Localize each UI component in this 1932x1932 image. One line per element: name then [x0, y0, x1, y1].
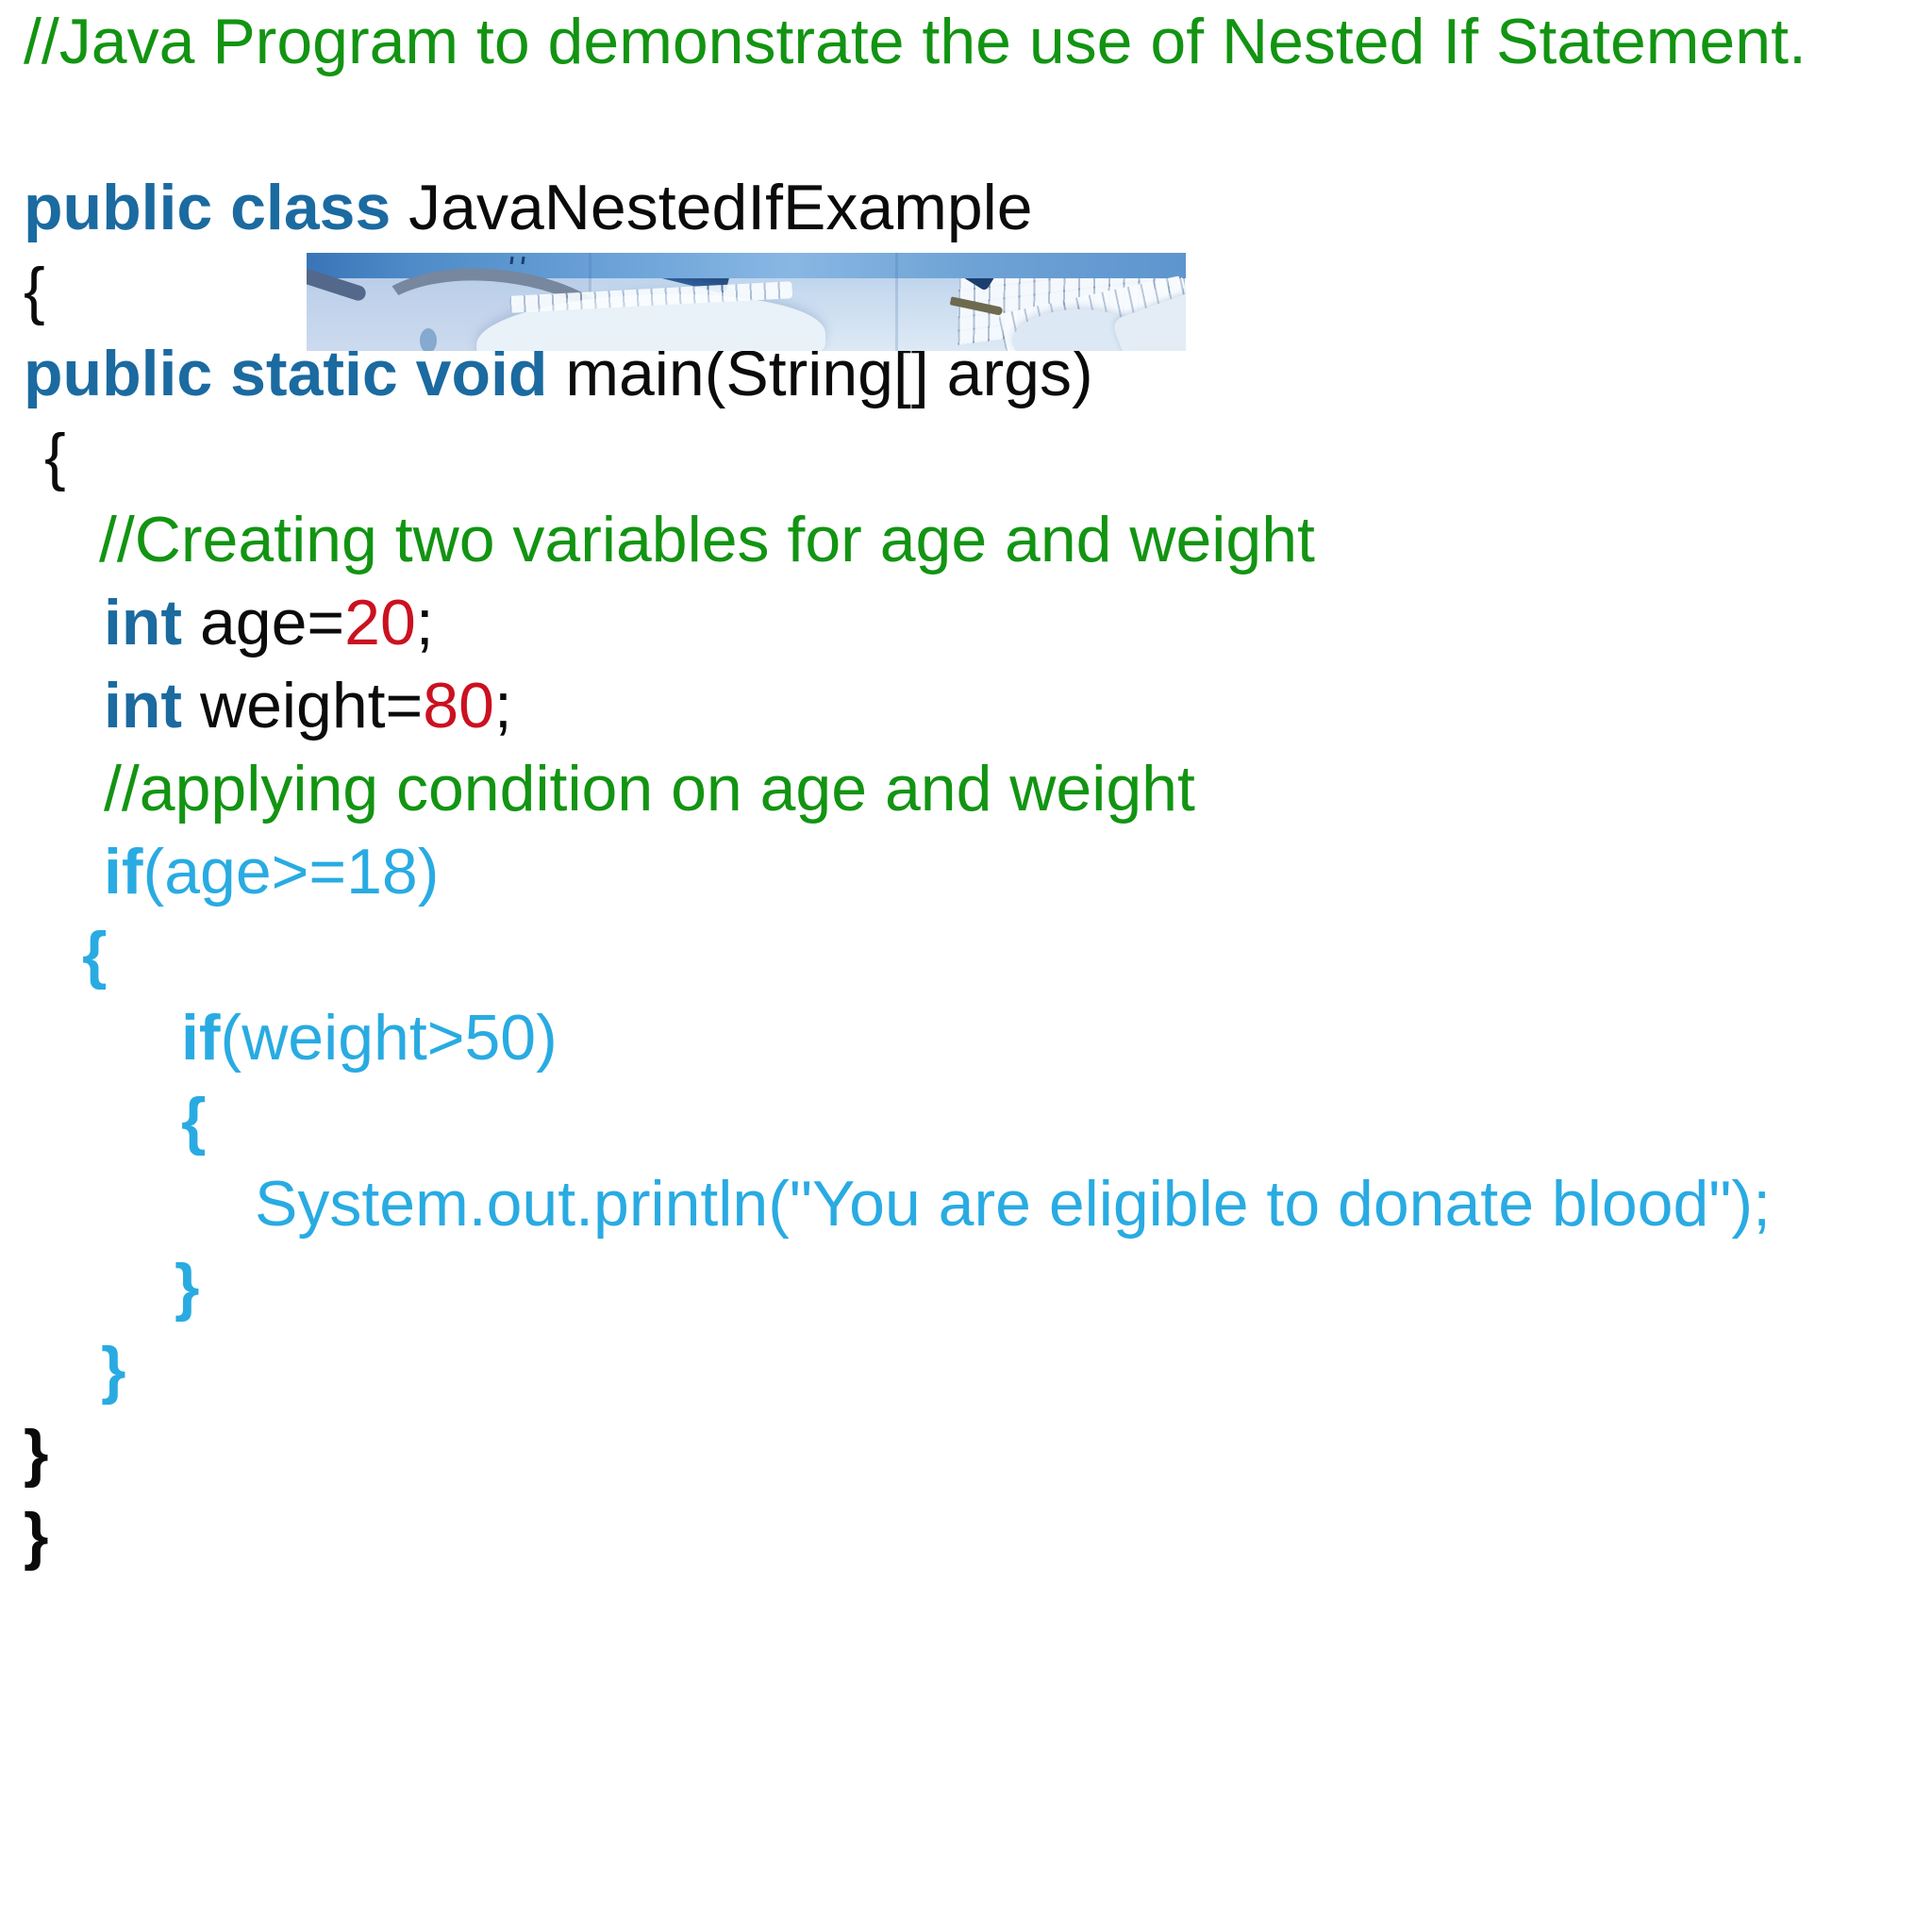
code-token: if — [181, 1002, 221, 1074]
code-token: (weight>50) — [220, 1002, 558, 1074]
code-line-17: } — [24, 1411, 1932, 1494]
code-token: JavaNestedIfExample — [408, 172, 1033, 243]
code-token: { — [82, 919, 108, 991]
code-token: ; — [493, 670, 512, 741]
code-token: } — [24, 1500, 49, 1572]
code-line-8: int weight=80; — [104, 664, 1932, 747]
code-line-4: public static void main(String[] args) — [24, 332, 1932, 415]
code-token: ; — [415, 587, 434, 658]
code-token: if — [104, 836, 143, 908]
code-token: } — [175, 1251, 200, 1323]
code-line-18: } — [24, 1494, 1932, 1577]
code-token: public class — [24, 172, 409, 243]
code-line-0: //Java Program to demonstrate the use of… — [24, 0, 1932, 83]
photo-top-band — [307, 253, 1186, 278]
code-token: int — [104, 670, 200, 741]
code-line-3: { — [24, 249, 1932, 332]
code-token: age= — [199, 587, 345, 658]
code-line-1 — [24, 83, 1932, 166]
code-line-6: //Creating two variables for age and wei… — [99, 498, 1932, 581]
code-block: //Java Program to demonstrate the use of… — [24, 0, 1932, 1577]
code-line-15: } — [175, 1245, 1932, 1328]
code-token: } — [24, 1417, 49, 1489]
code-line-16: } — [101, 1328, 1932, 1411]
keyboard-photo — [307, 253, 1186, 351]
code-line-2: public class JavaNestedIfExample — [24, 166, 1932, 249]
code-token: weight= — [199, 670, 424, 741]
code-token: } — [101, 1334, 126, 1406]
code-token: { — [181, 1085, 207, 1157]
code-token: System.out.println("You are eligible to … — [255, 1168, 1771, 1240]
code-line-7: int age=20; — [104, 581, 1932, 664]
code-line-10: if(age>=18) — [104, 830, 1932, 913]
code-token: { — [24, 255, 45, 326]
code-token: //Creating two variables for age and wei… — [99, 504, 1315, 575]
code-line-13: { — [181, 1079, 1932, 1162]
code-token: 80 — [423, 670, 494, 741]
code-line-5: { — [44, 415, 1932, 498]
code-token: //applying condition on age and weight — [104, 753, 1195, 824]
code-line-11: { — [82, 913, 1932, 996]
photo-blue-dot — [420, 328, 437, 351]
code-token: { — [44, 421, 66, 492]
code-line-12: if(weight>50) — [181, 996, 1932, 1079]
code-token: (age>=18) — [142, 836, 440, 908]
code-token: int — [104, 587, 200, 658]
code-line-9: //applying condition on age and weight — [104, 747, 1932, 830]
code-line-14: System.out.println("You are eligible to … — [255, 1162, 1932, 1245]
code-token: 20 — [344, 587, 416, 658]
photo-divider — [895, 253, 898, 351]
code-token: //Java Program to demonstrate the use of… — [24, 6, 1807, 77]
